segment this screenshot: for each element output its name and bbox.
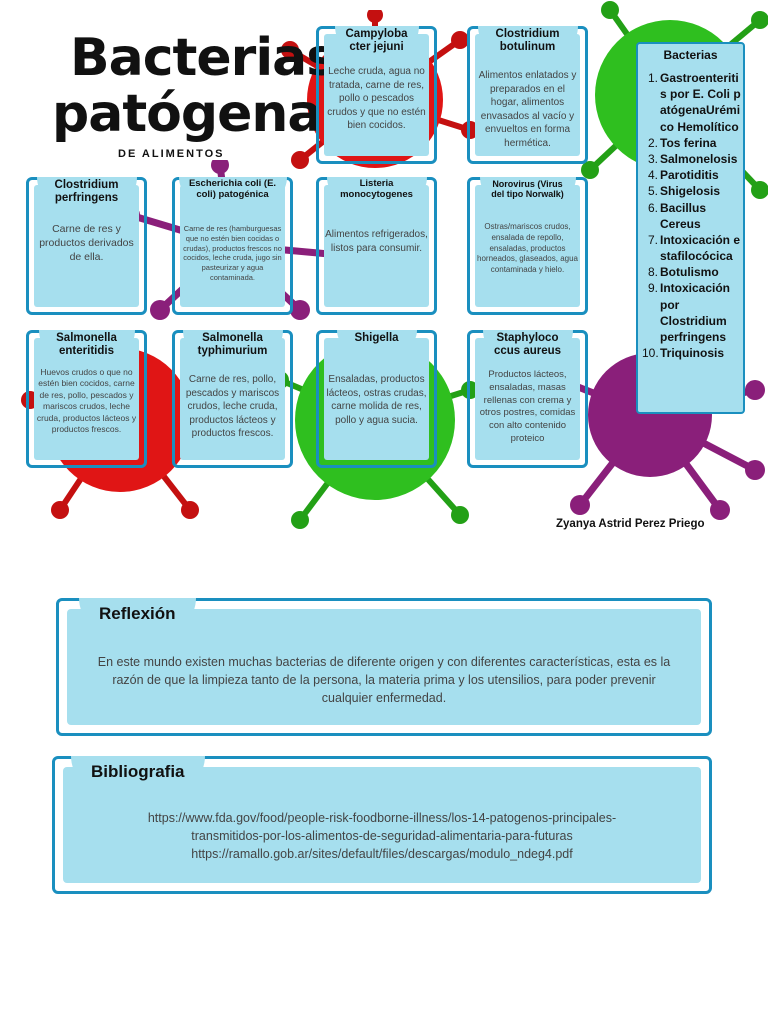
- author-name: Zyanya Astrid Perez Priego: [556, 518, 705, 530]
- card-title: Clostridium perfringens: [36, 177, 137, 210]
- card-title: Escherichia coli (E. coli) patogénica: [178, 177, 287, 205]
- bibliografia-text: https://www.fda.gov/food/people-risk-foo…: [85, 809, 679, 863]
- list-item: 5.Shigelosis: [647, 184, 721, 199]
- card-title: Shigella: [336, 330, 417, 354]
- list-item: 3.Salmonelosis: [647, 151, 738, 166]
- card-title: Salmonella typhimurium: [182, 330, 283, 363]
- card-norovirus: Norovirus (Virus del tipo Norwalk) Ostra…: [467, 177, 588, 315]
- card-text: Ostras/mariscos crudos, ensalada de repo…: [477, 222, 578, 275]
- card-text: Carne de res (hamburguesas que no estén …: [183, 224, 282, 282]
- list-item: 9.Intoxicación por Clostridium perfringe…: [642, 280, 741, 345]
- bacterias-list: 1.Gastroenteritis por E. Coli patógenaUr…: [638, 62, 743, 361]
- bacterias-list-panel: Bacterias 1.Gastroenteritis por E. Coli …: [636, 42, 745, 414]
- list-item: 1.Gastroenteritis por E. Coli patógenaUr…: [647, 71, 741, 134]
- list-item-label: Triquinosis: [660, 346, 725, 361]
- list-item-label: Salmonelosis: [660, 151, 738, 166]
- reflexion-title: Reflexión: [79, 598, 196, 634]
- card-clostridium-perfringens: Clostridium perfringens Carne de res y p…: [26, 177, 147, 315]
- card-text: Productos lácteos, ensaladas, masas rell…: [479, 369, 576, 445]
- card-text: Carne de res, pollo, pescados y mariscos…: [185, 374, 280, 439]
- page-subtitle: DE ALIMENTOS: [118, 148, 225, 160]
- list-item: 10.Triquinosis: [642, 346, 725, 361]
- reflexion-text: En este mundo existen muchas bacterias d…: [97, 655, 671, 706]
- list-item-label: Bacillus Cereus: [660, 200, 707, 231]
- bibliografia-line: transmitidos-por-los-alimentos-de-seguri…: [191, 829, 573, 844]
- card-title: Staphyloco ccus aureus: [482, 330, 573, 363]
- card-staphylococcus: Staphyloco ccus aureus Productos lácteos…: [467, 330, 588, 468]
- card-shigella: Shigella Ensaladas, productos lácteos, o…: [316, 330, 437, 468]
- card-listeria: Listeria monocytogenes Alimentos refrige…: [316, 177, 437, 315]
- list-item: 7.Intoxicación estafilocócica: [647, 232, 741, 264]
- card-title: Listeria monocytogenes: [326, 177, 427, 205]
- list-item-label: Botulismo: [660, 265, 719, 280]
- card-text: Ensaladas, productos lácteos, ostras cru…: [326, 374, 427, 426]
- card-escherichia-coli: Escherichia coli (E. coli) patogénica Ca…: [172, 177, 293, 315]
- card-salmonella-enteritidis: Salmonella enteritidis Huevos crudos o q…: [26, 330, 147, 468]
- card-title: Clostridium botulinum: [477, 26, 578, 59]
- page-title-line1: Bacterias: [70, 28, 337, 88]
- bibliografia-panel: Bibliografia https://www.fda.gov/food/pe…: [52, 756, 712, 894]
- list-item-label: Parotiditis: [660, 168, 719, 183]
- page-title-line2: patógenas: [52, 84, 352, 144]
- card-campylobacter: Campyloba cter jejuni Leche cruda, agua …: [316, 26, 437, 164]
- list-item-label: Gastroenteritis por E. Coli patógenaUrém…: [660, 71, 741, 134]
- list-item: 8.Botulismo: [647, 265, 719, 280]
- card-text: Carne de res y productos derivados de el…: [39, 223, 134, 264]
- list-item: 6.Bacillus Cereus: [642, 200, 741, 232]
- card-text: Huevos crudos o que no estén bien cocido…: [36, 367, 137, 435]
- bibliografia-title: Bibliografia: [71, 756, 205, 792]
- list-item-label: Shigelosis: [660, 184, 721, 199]
- list-item-label: Intoxicación estafilocócica: [660, 232, 741, 264]
- list-item: 4.Parotiditis: [647, 168, 719, 183]
- card-salmonella-typhimurium: Salmonella typhimurium Carne de res, pol…: [172, 330, 293, 468]
- list-item-label: Tos ferina: [660, 135, 717, 150]
- reflexion-panel: Reflexión En este mundo existen muchas b…: [56, 598, 712, 736]
- card-text: Alimentos enlatados y preparados en el h…: [478, 70, 577, 149]
- bibliografia-line: https://www.fda.gov/food/people-risk-foo…: [147, 811, 617, 825]
- bibliografia-line: https://ramallo.gob.ar/sites/default/fil…: [191, 847, 573, 862]
- list-item-label: Intoxicación por Clostridium perfringens: [660, 281, 731, 344]
- card-title: Norovirus (Virus del tipo Norwalk): [479, 177, 576, 204]
- bacterias-heading: Bacterias: [663, 48, 718, 62]
- list-item: 2.Tos ferina: [647, 135, 717, 150]
- card-text: Alimentos refrigerados, listos para cons…: [325, 229, 428, 254]
- card-clostridium-botulinum: Clostridium botulinum Alimentos enlatado…: [467, 26, 588, 164]
- card-text: Leche cruda, agua no tratada, carne de r…: [327, 66, 426, 131]
- card-title: Salmonella enteritidis: [38, 330, 135, 363]
